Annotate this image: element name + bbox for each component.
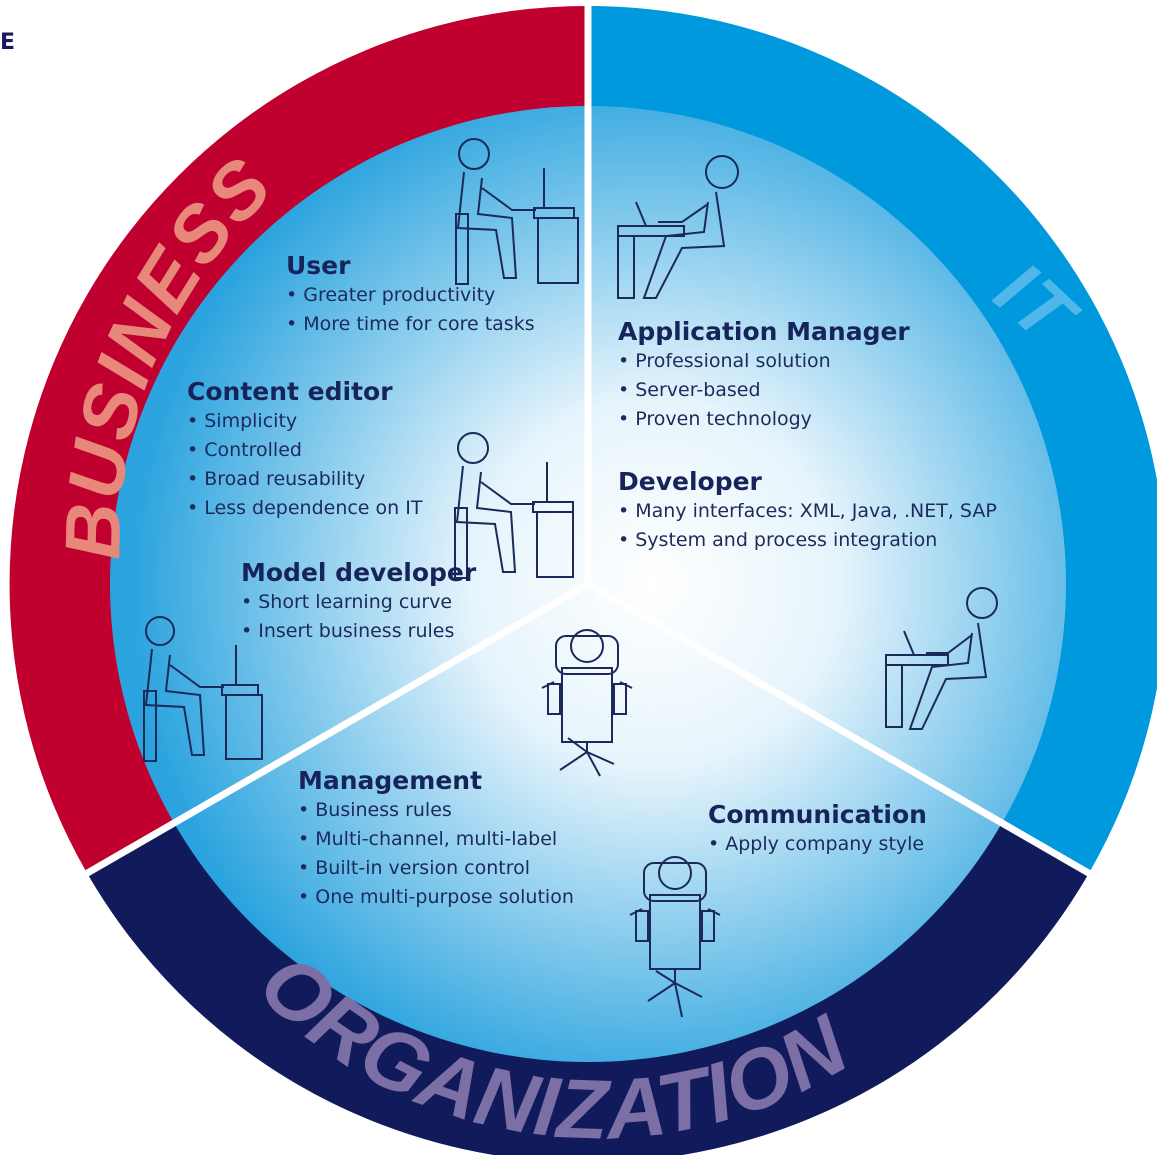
group-item: Built-in version control [298, 854, 574, 883]
group-item: Less dependence on IT [187, 494, 422, 523]
group-title: Model developer [241, 558, 477, 587]
group-item: Business rules [298, 796, 574, 825]
group-item: Apply company style [708, 830, 927, 859]
group-item: Insert business rules [241, 617, 476, 646]
group-item: More time for core tasks [286, 310, 534, 339]
group-title: Developer [618, 467, 762, 496]
executive-chair-icon [629, 856, 721, 1018]
group-title: Management [298, 766, 483, 795]
content-editor-group: Content editor Simplicity Controlled Bro… [187, 377, 422, 523]
group-item: One multi-purpose solution [298, 883, 574, 912]
model-developer-group: Model developer Short learning curve Ins… [241, 558, 476, 646]
group-item: Broad reusability [187, 465, 422, 494]
person-at-desk-icon [454, 432, 574, 579]
user-group: User Greater productivity More time for … [286, 251, 535, 339]
group-title: Application Manager [618, 317, 910, 346]
communication-group: Communication Apply company style [708, 800, 927, 859]
group-item: Multi-channel, multi-label [298, 825, 574, 854]
group-title: User [286, 251, 351, 280]
person-with-laptop-icon [885, 587, 998, 730]
group-item: Many interfaces: XML, Java, .NET, SAP [618, 497, 997, 526]
group-item: Controlled [187, 436, 422, 465]
executive-chair-icon [541, 629, 633, 777]
group-item: Short learning curve [241, 588, 476, 617]
group-title: Communication [708, 800, 927, 829]
group-item: Greater productivity [286, 281, 535, 310]
group-item: Simplicity [187, 407, 422, 436]
group-item: Proven technology [618, 405, 910, 434]
group-item: Professional solution [618, 347, 910, 376]
application-manager-group: Application Manager Professional solutio… [618, 317, 910, 434]
developer-group: Developer Many interfaces: XML, Java, .N… [618, 467, 997, 555]
person-at-desk-icon [143, 616, 263, 762]
corner-letter: E [0, 30, 16, 55]
person-with-laptop-icon [617, 155, 739, 299]
segment-dividers [82, 0, 1094, 879]
group-item: Server-based [618, 376, 910, 405]
management-group: Management Business rules Multi-channel,… [298, 766, 574, 912]
group-title: Content editor [187, 377, 393, 406]
group-item: System and process integration [618, 526, 997, 555]
